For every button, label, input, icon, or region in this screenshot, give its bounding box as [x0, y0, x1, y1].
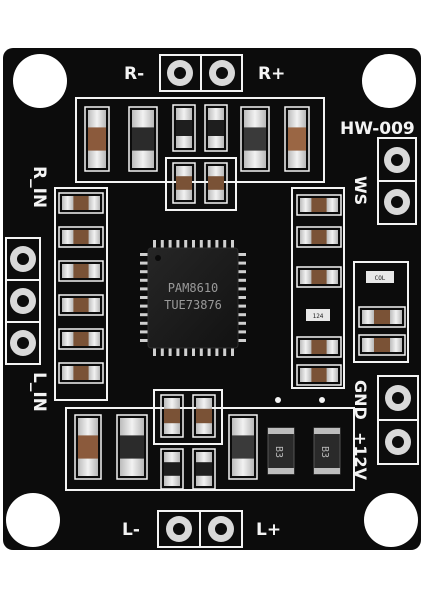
capacitor-top-8	[204, 162, 228, 204]
resistor-left-2	[58, 226, 104, 248]
resistor-left-4	[58, 294, 104, 316]
top-center-outline	[165, 157, 237, 211]
resistor-right-4	[296, 336, 342, 358]
mounting-hole-tl	[13, 54, 67, 108]
capacitor-top-4	[204, 104, 228, 152]
diode-1-label: B3	[273, 446, 284, 458]
left-speaker-header	[157, 510, 243, 548]
label-gnd: GND	[351, 380, 370, 420]
power-header	[377, 375, 419, 465]
label-ws: WS	[351, 176, 370, 205]
diode-2-label: B3	[319, 446, 330, 458]
label-12v: +12V	[351, 432, 370, 481]
capacitor-top-1	[84, 106, 110, 172]
audio-input-header	[5, 237, 41, 365]
resistor-col: COL	[366, 271, 394, 283]
chip-batch-code: TUE73876	[164, 298, 222, 312]
amplifier-chip: PAM8610 TUE73876	[140, 240, 246, 356]
label-l-in: L_IN	[29, 372, 49, 412]
resistor-right-5	[296, 364, 342, 386]
right-resistor-outline	[291, 187, 345, 389]
resistor-right-2	[296, 226, 342, 248]
ws-header	[377, 137, 417, 225]
resistor-124-label: 124	[313, 313, 324, 320]
capacitor-top-5	[240, 106, 270, 172]
resistor-left-5	[58, 328, 104, 350]
model-label: HW-009	[340, 119, 415, 139]
mounting-hole-bl	[6, 493, 60, 547]
label-r-plus: R+	[258, 64, 285, 84]
resistor-left-6	[58, 362, 104, 384]
right-speaker-header	[159, 54, 243, 92]
resistor-right-3	[296, 266, 342, 288]
label-l-plus: L+	[256, 520, 281, 540]
chip-part-number: PAM8610	[168, 281, 219, 295]
capacitor-bottom-3	[160, 394, 184, 438]
resistor-right-1	[296, 194, 342, 216]
capacitor-bottom-1	[74, 414, 102, 480]
capacitor-bottom-4	[192, 394, 216, 438]
resistor-outer-1	[358, 306, 406, 328]
capacitor-top-6	[284, 106, 310, 172]
mounting-hole-tr	[362, 54, 416, 108]
bottom-center-outline	[153, 389, 223, 445]
label-l-minus: L-	[122, 520, 140, 540]
resistor-left-1	[58, 192, 104, 214]
left-resistor-outline	[54, 187, 108, 401]
smd-components	[58, 104, 406, 490]
polarity-dot-1	[275, 397, 281, 403]
capacitor-bottom-6	[192, 448, 216, 490]
resistor-left-3	[58, 260, 104, 282]
label-r-in: R_IN	[29, 166, 49, 208]
capacitor-bottom-7	[228, 414, 258, 480]
top-component-outline	[75, 97, 325, 183]
capacitor-bottom-2	[116, 414, 148, 480]
resistor-124: 124	[306, 309, 330, 321]
label-r-minus: R-	[124, 64, 144, 84]
diode-1: B3	[267, 427, 295, 475]
mounting-hole-br	[364, 493, 418, 547]
resistor-col-label: COL	[375, 275, 386, 282]
capacitor-top-3	[172, 104, 196, 152]
right-outer-outline	[353, 261, 409, 363]
diode-2: B3	[313, 427, 341, 475]
resistor-outer-2	[358, 334, 406, 356]
capacitor-top-2	[128, 106, 158, 172]
capacitor-bottom-5	[160, 448, 184, 490]
capacitor-top-7	[172, 162, 196, 204]
polarity-dot-2	[319, 397, 325, 403]
